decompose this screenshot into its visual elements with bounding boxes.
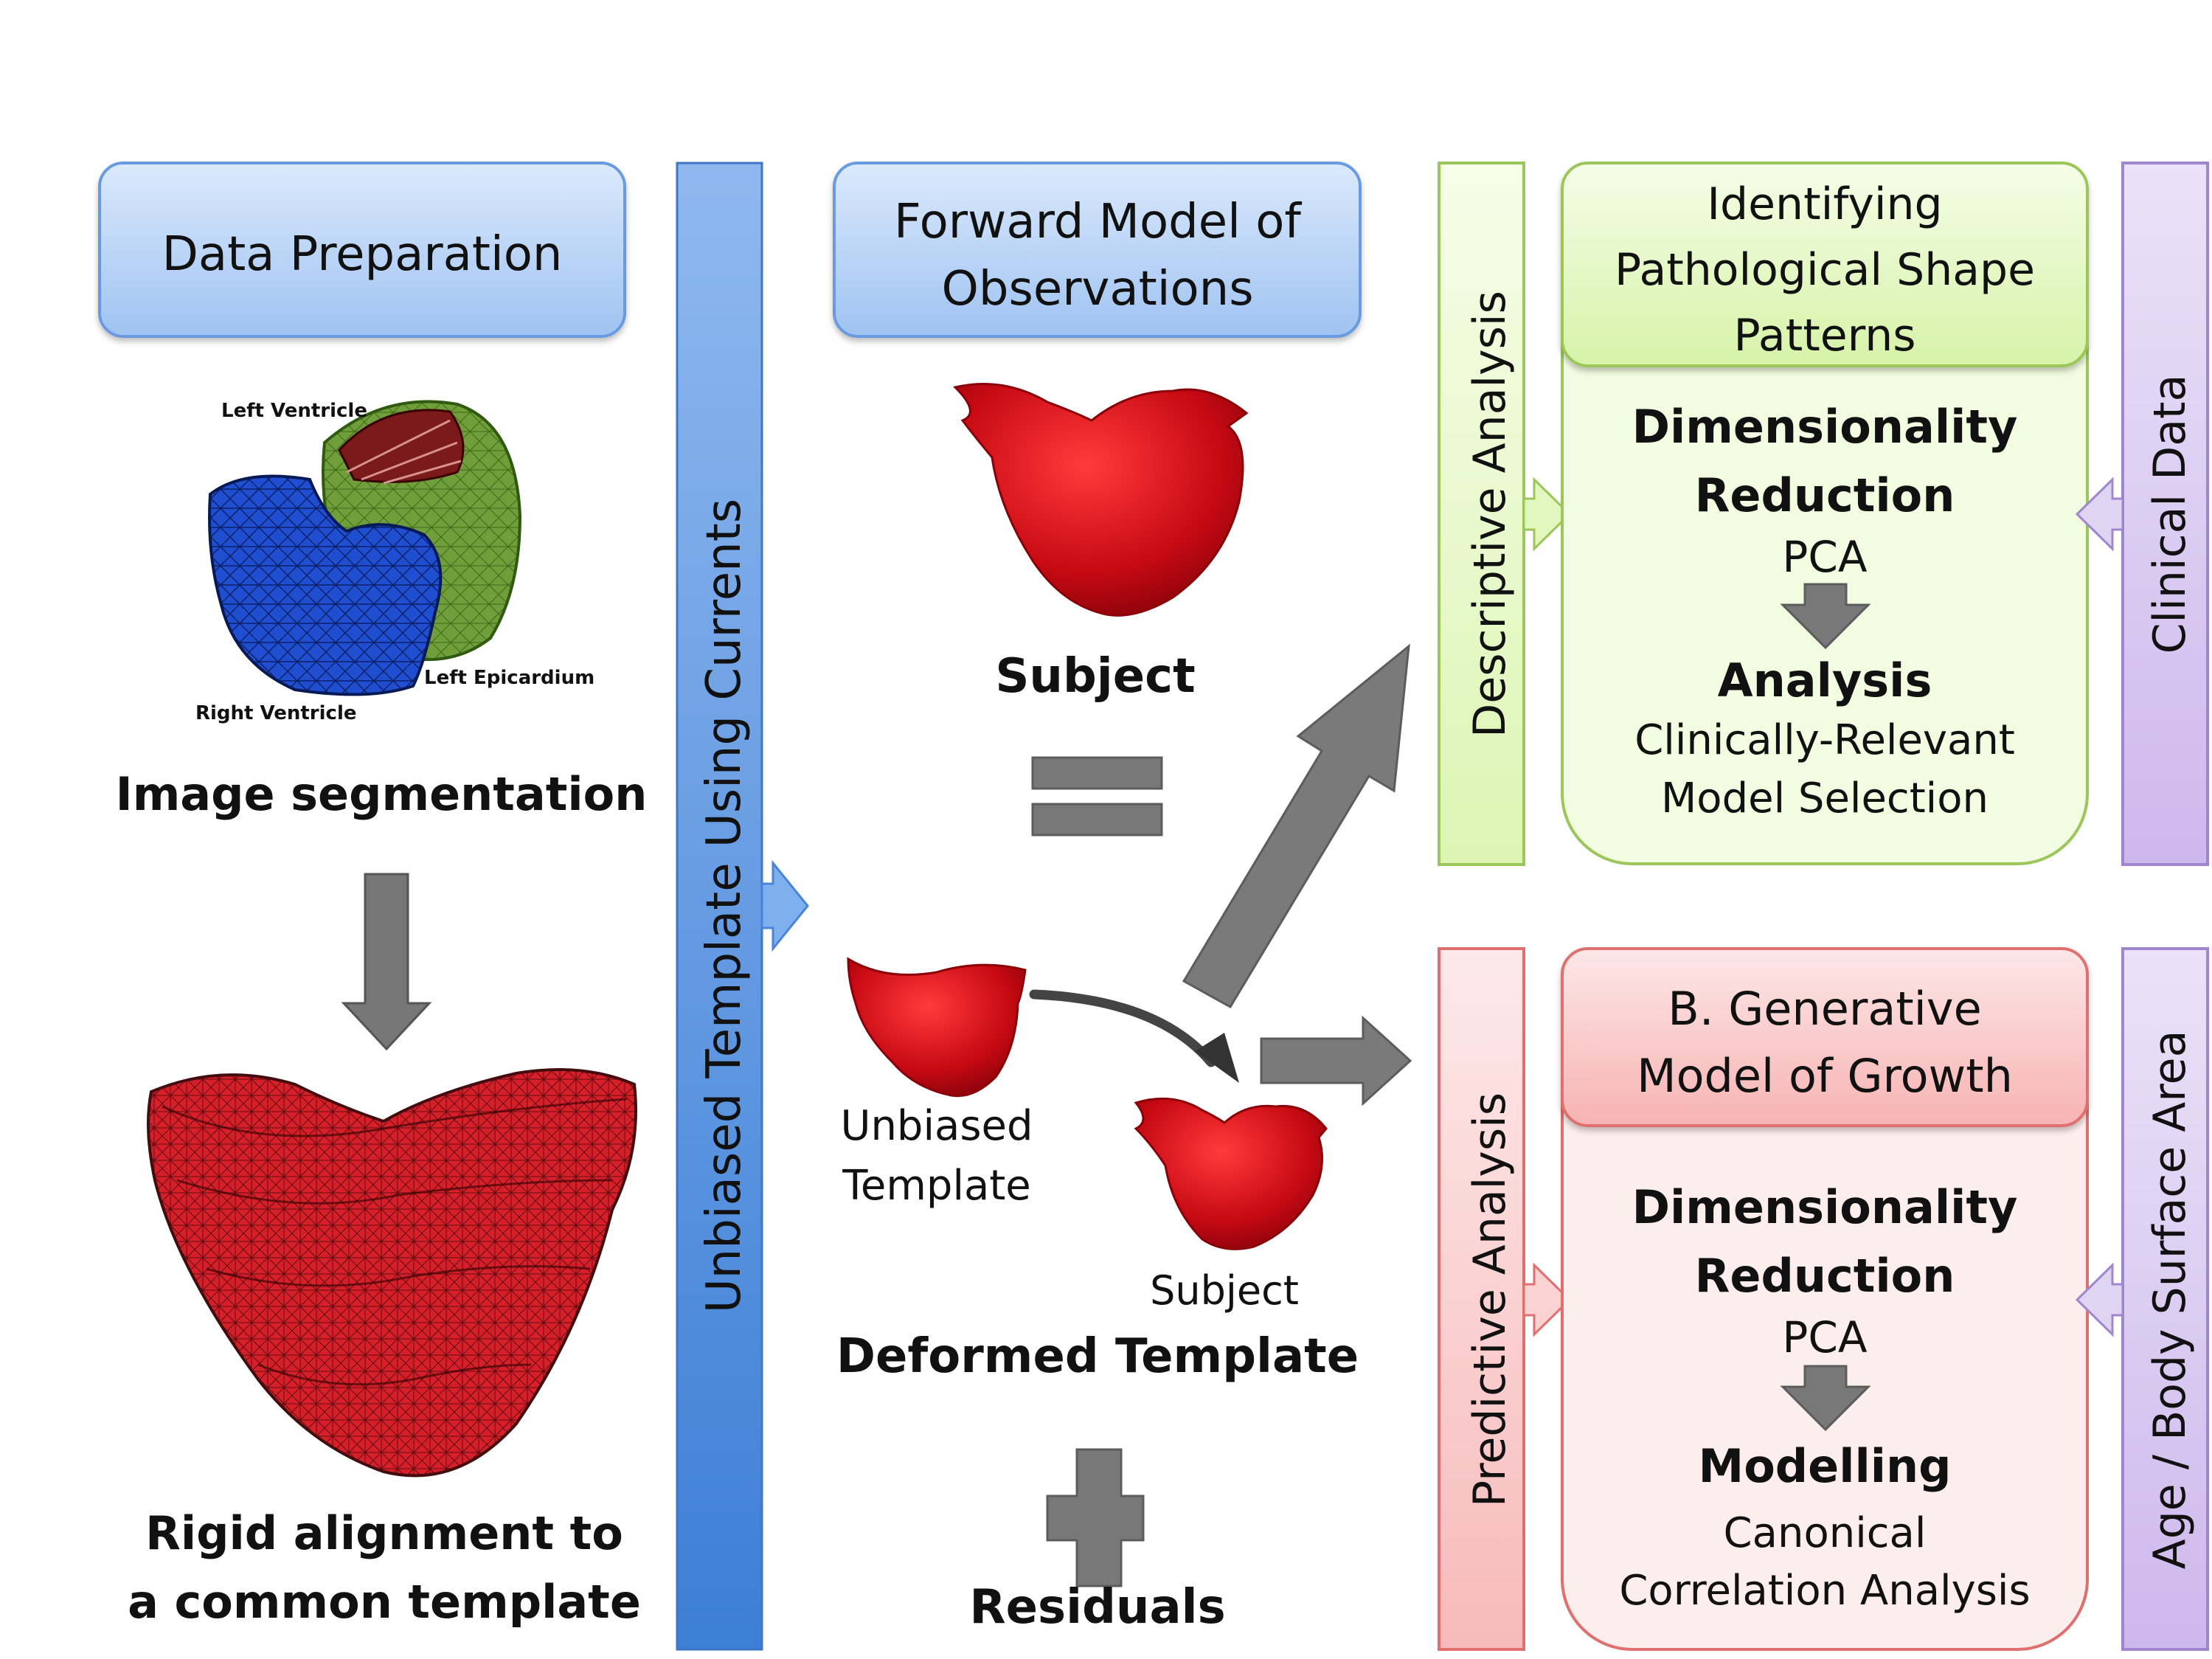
- unbiased-template-bar: Unbiased Template Using Currents: [676, 162, 809, 1651]
- unbiased-template-label-line2: Template: [842, 1162, 1031, 1210]
- predictive-analysis-panel: Predictive Analysis B. Generative Model …: [1438, 947, 2209, 1651]
- template-bar-arrow: [760, 859, 809, 952]
- identifying-title-line2: Pathological Shape: [1615, 244, 2035, 296]
- unbiased-template-heart-image: [847, 957, 1027, 1098]
- predictive-analysis-bar: [1438, 947, 1525, 1651]
- generative-title-line2: Model of Growth: [1637, 1049, 2013, 1103]
- age-bsa-arrow: [2075, 1262, 2124, 1337]
- clinical-data-label: Clinical Data: [2144, 375, 2196, 654]
- segmentation-to-alignment-arrow: [341, 873, 432, 1051]
- bottom-modelling-title: Modelling: [1699, 1439, 1952, 1493]
- rigid-alignment-caption-line1: Rigid alignment to: [145, 1506, 623, 1560]
- forward-model-title-line2: Observations: [941, 262, 1253, 316]
- top-pca-label: PCA: [1782, 532, 1867, 582]
- bottom-dimensionality-line1: Dimensionality: [1632, 1180, 2018, 1234]
- rigid-alignment-caption-line2: a common template: [128, 1575, 641, 1629]
- bottom-pca-label: PCA: [1782, 1312, 1867, 1362]
- identifying-title-line1: Identifying: [1707, 179, 1942, 230]
- descriptive-arrow: [1522, 477, 1572, 552]
- bottom-dimensionality-line2: Reduction: [1695, 1249, 1955, 1303]
- right-ventricle-mesh: [208, 474, 443, 696]
- generative-model-header: [1561, 947, 2089, 1127]
- predictive-arrow: [1522, 1262, 1572, 1337]
- identifying-title-line3: Patterns: [1733, 310, 1915, 361]
- right-ventricle-label: Right Ventricle: [195, 702, 357, 724]
- aligned-meshes-image: [147, 1068, 637, 1478]
- residuals-caption: Residuals: [969, 1580, 1225, 1635]
- arrow-to-predictive: [1260, 1015, 1412, 1106]
- equals-icon: [1031, 756, 1163, 837]
- data-preparation-title: Data Preparation: [162, 227, 563, 282]
- unbiased-template-label: Unbiased Template Using Currents: [697, 499, 752, 1313]
- top-analysis-title: Analysis: [1718, 654, 1932, 707]
- forward-model-header: [833, 162, 1362, 338]
- data-preparation-column: Data Preparation Left Ventricle Right Ve…: [98, 162, 648, 1629]
- deformation-arrowhead: [1195, 1033, 1239, 1083]
- generative-title-line1: B. Generative: [1668, 982, 1981, 1036]
- age-bsa-bar: [2121, 947, 2209, 1651]
- left-epicardium-label: Left Epicardium: [424, 667, 594, 689]
- age-bsa-label: Age / Body Surface Area: [2144, 1031, 2196, 1570]
- descriptive-analysis-label: Descriptive Analysis: [1464, 291, 1516, 738]
- top-analysis-line1: Clinically-Relevant: [1634, 716, 2015, 764]
- clinical-data-arrow: [2075, 477, 2124, 552]
- deformed-subject-label: Subject: [1150, 1267, 1299, 1314]
- unbiased-template-label-line1: Unbiased: [840, 1102, 1033, 1150]
- subject-heart-image: [953, 383, 1249, 617]
- segmentation-image: [208, 400, 522, 696]
- bottom-modelling-line2: Correlation Analysis: [1619, 1567, 2030, 1615]
- descriptive-analysis-panel: Descriptive Analysis Identifying Patholo…: [1438, 162, 2209, 866]
- plus-icon: [1046, 1448, 1145, 1587]
- bottom-pca-arrow: [1780, 1365, 1871, 1432]
- top-analysis-line2: Model Selection: [1661, 775, 1989, 822]
- image-segmentation-caption: Image segmentation: [116, 767, 648, 821]
- arrow-to-descriptive: [1182, 643, 1410, 1009]
- top-dimensionality-line2: Reduction: [1695, 468, 1955, 522]
- top-dimensionality-line1: Dimensionality: [1632, 400, 2018, 454]
- subject-caption: Subject: [995, 649, 1195, 704]
- forward-model-title-line1: Forward Model of: [894, 195, 1302, 249]
- data-preparation-header: [98, 162, 626, 338]
- identifying-patterns-header: [1561, 162, 2089, 367]
- deformation-arrow: [1029, 989, 1216, 1067]
- deformed-template-caption: Deformed Template: [836, 1329, 1359, 1384]
- left-ventricle-label: Left Ventricle: [221, 400, 367, 422]
- predictive-analysis-label: Predictive Analysis: [1464, 1092, 1516, 1507]
- top-pca-arrow: [1780, 583, 1871, 650]
- deformed-subject-heart-image: [1134, 1097, 1328, 1250]
- forward-model-column: Forward Model of Observations Subject Un…: [833, 162, 1412, 1635]
- bottom-modelling-line1: Canonical: [1724, 1509, 1927, 1557]
